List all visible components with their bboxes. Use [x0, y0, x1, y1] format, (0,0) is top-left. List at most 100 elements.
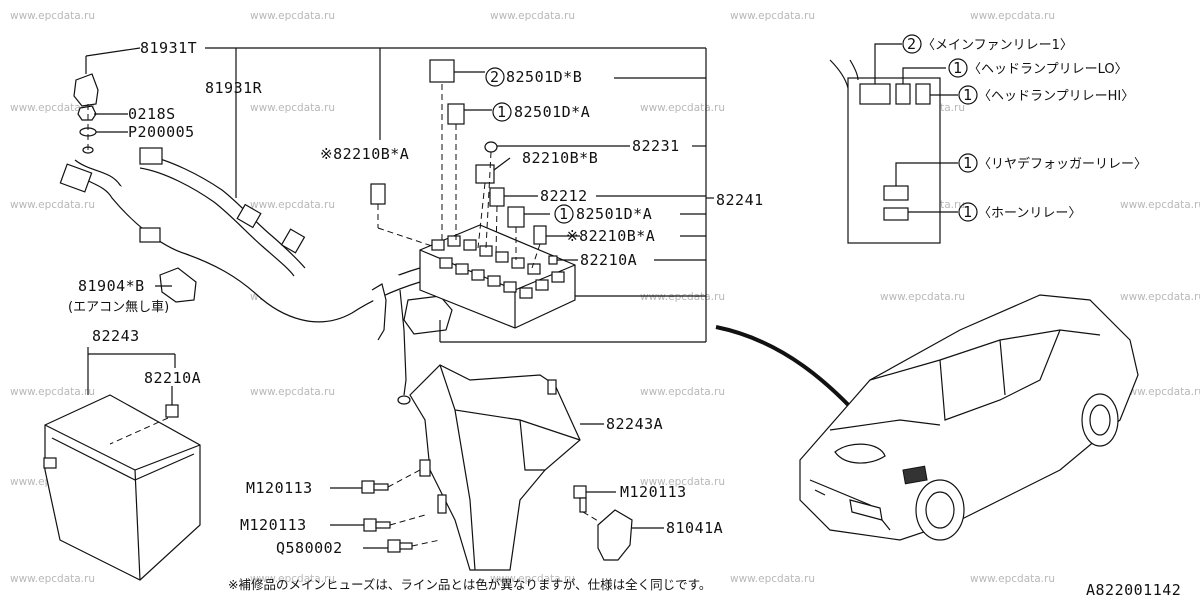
ground-strap: [371, 283, 387, 341]
callout-number: 1: [963, 203, 973, 221]
bolt-shank: [579, 497, 587, 513]
fuse-grid: [431, 235, 565, 299]
harness-connector: [59, 163, 93, 193]
relay-rear-defogger: [883, 185, 909, 201]
watermark: www.epcdata.ru: [10, 573, 95, 585]
harness-connector: [280, 228, 306, 254]
label-82210BA-left: ※82210B*A: [320, 145, 409, 163]
label-82241: 82241: [716, 191, 764, 209]
callout-number: 1: [963, 154, 973, 172]
tray-tab: [419, 459, 431, 477]
part-82210BA-right: [533, 225, 547, 245]
car-body: [799, 294, 1139, 541]
callout-circle: [554, 204, 574, 224]
bolt-shank: [375, 521, 391, 529]
label-headlamp-hi-relay: 〈ヘッドランプリレーHI〉: [978, 89, 1134, 104]
label-81931T: 81931T: [140, 39, 197, 57]
panel-edge: [829, 59, 849, 89]
diagram-id: A822001142: [1086, 581, 1181, 599]
watermark: www.epcdata.ru: [970, 10, 1055, 22]
fuse-slot: [471, 269, 485, 281]
label-M120113-c: M120113: [620, 483, 687, 501]
bolt-m120113-b: [363, 514, 426, 532]
fuse-box-cover: [43, 347, 201, 581]
leader-line: [874, 43, 902, 84]
part-82210A-left: [165, 404, 179, 418]
label-rear-defogger-relay: 〈リヤデフォッガーリレー〉: [978, 156, 1147, 172]
callout-circle: [492, 102, 512, 122]
watermark: www.epcdata.ru: [1120, 386, 1200, 398]
harness-connector: [236, 203, 262, 229]
tray-tab: [547, 379, 557, 395]
callout-circle: [948, 58, 968, 78]
tray-edge: [454, 409, 476, 571]
watermark: www.epcdata.ru: [640, 476, 725, 488]
fuse-slot: [431, 239, 445, 251]
watermark: www.epcdata.ru: [10, 386, 95, 398]
tray-edge: [519, 419, 545, 471]
assembly-line: [485, 151, 492, 249]
car-headlight: [849, 499, 883, 521]
callout-number: 1: [953, 59, 963, 77]
tray-edge: [439, 364, 581, 441]
relay-headlamp-hi: [915, 83, 931, 105]
fuse-slot: [551, 271, 565, 283]
fuse-box-location-marker: [902, 465, 928, 485]
leader-line: [85, 47, 141, 57]
fuse-slot: [447, 235, 461, 247]
fuse-slot: [439, 257, 453, 269]
label-M120113-b: M120113: [240, 516, 307, 534]
part-82231: [484, 141, 498, 153]
callout-number: 2: [907, 35, 917, 53]
relay-82501DA-mid: [507, 206, 525, 228]
fuse-slot: [519, 287, 533, 299]
part-82210BA-left: [370, 183, 386, 205]
tray-tab: [437, 494, 447, 514]
fuse-slot: [455, 263, 469, 275]
watermark: www.epcdata.ru: [730, 10, 815, 22]
label-82231: 82231: [632, 137, 680, 155]
part-labels: 81931T 81931R 0218S P200005 81904*B (エアコ…: [68, 34, 1181, 599]
watermark: www.epcdata.ru: [490, 10, 575, 22]
tray-body: [409, 364, 581, 571]
footnote: ※補修品のメインヒューズは、ライン品とは色が異なりますが、仕様は全く同じです。: [228, 577, 711, 592]
label-81904B: 81904*B: [78, 277, 145, 295]
callout-number: 1: [559, 205, 569, 223]
label-Q580002: Q580002: [276, 539, 343, 557]
callout-circle: [902, 34, 922, 54]
relay-headlamp-lo: [895, 83, 911, 105]
cover-body: [44, 394, 201, 581]
bracket-81041A: [597, 509, 633, 561]
callout-circle: [485, 67, 505, 87]
fuse-slot: [463, 239, 477, 251]
label-82210BB: 82210B*B: [522, 149, 598, 167]
label-81041A: 81041A: [666, 519, 723, 537]
fuse-box: [370, 59, 576, 329]
cover-latch: [43, 457, 57, 469]
car-hood-line: [829, 419, 941, 431]
relay-82501DA-top: [447, 103, 465, 125]
assembly-line: [109, 417, 169, 445]
watermark: www.epcdata.ru: [10, 102, 95, 114]
car-illustration: [715, 294, 1139, 541]
watermark: www.epcdata.ru: [10, 199, 95, 211]
front-wheel-hub: [925, 491, 955, 529]
harness-connector: [139, 147, 163, 165]
label-main-fan-relay: 〈メインファンリレー1〉: [922, 38, 1073, 53]
rear-wheel-hub: [1089, 404, 1111, 436]
watermark: www.epcdata.ru: [1120, 199, 1200, 211]
fuse-slot: [495, 251, 509, 263]
terminal-connector: [73, 73, 99, 107]
watermark: www.epcdata.ru: [250, 102, 335, 114]
relay-82501DB: [429, 59, 455, 83]
bolt-m120113-a: [361, 469, 421, 494]
harness-connector: [139, 227, 161, 243]
car-pillar: [999, 339, 1006, 396]
leader-line: [493, 157, 511, 171]
cover-edge: [134, 469, 141, 581]
label-82243A: 82243A: [606, 415, 663, 433]
leader-line: [895, 162, 958, 186]
assembly-line: [531, 243, 541, 269]
part-82210A-right: [548, 255, 558, 265]
callout-circle: [958, 85, 978, 105]
